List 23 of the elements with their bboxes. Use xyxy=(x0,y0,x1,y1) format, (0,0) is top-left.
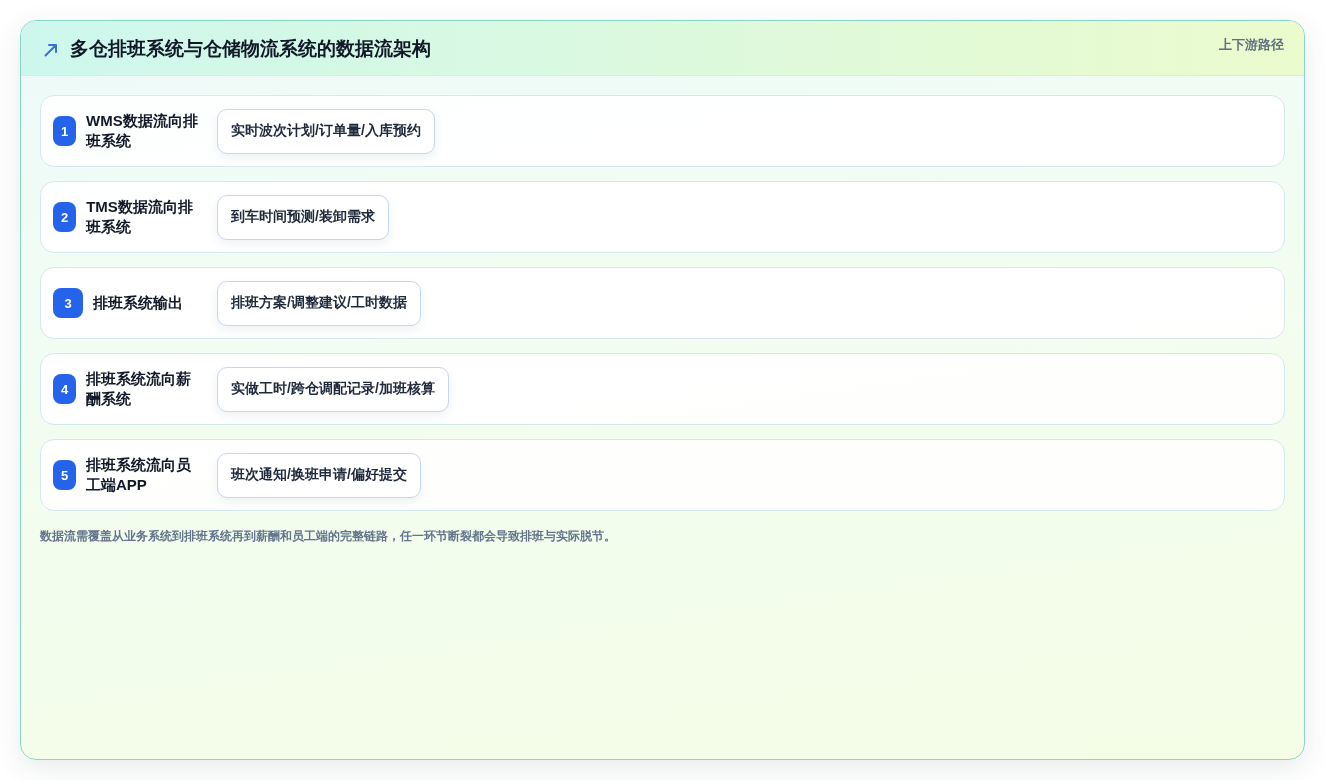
diagram-title: 多仓排班系统与仓储物流系统的数据流架构 xyxy=(70,37,431,61)
step-title: 排班系统流向员工端APP xyxy=(86,455,192,495)
data-tag: 实做工时/跨仓调配记录/加班核算 xyxy=(217,366,449,412)
flow-step-card xyxy=(40,267,1285,339)
data-tag: 班次通知/换班申请/偏好提交 xyxy=(217,452,421,498)
step-title: TMS数据流向排班系统 xyxy=(86,197,194,237)
flow-step-card xyxy=(40,439,1285,511)
flow-step-card xyxy=(40,353,1285,425)
flow-step-card xyxy=(40,95,1285,167)
flow-step-card xyxy=(40,181,1285,253)
step-number-badge: 1 xyxy=(53,116,76,146)
step-title: 排班系统输出 xyxy=(93,293,183,313)
step-title: 排班系统流向薪酬系统 xyxy=(86,369,193,409)
step-number-badge: 3 xyxy=(53,288,83,318)
corner-note: 上下游路径 xyxy=(1219,37,1284,53)
step-title: WMS数据流向排班系统 xyxy=(86,111,199,151)
data-tag: 实时波次计划/订单量/入库预约 xyxy=(217,108,435,154)
step-number-badge: 4 xyxy=(53,374,77,404)
data-tag: 到车时间预测/装卸需求 xyxy=(217,194,389,240)
data-tag: 排班方案/调整建议/工时数据 xyxy=(217,280,421,326)
step-number-badge: 5 xyxy=(53,460,76,490)
caption-text: 数据流需覆盖从业务系统到排班系统再到薪酬和员工端的完整链路，任一环节断裂都会导致排班与实际脱节。 xyxy=(40,528,616,544)
step-number-badge: 2 xyxy=(53,202,77,232)
